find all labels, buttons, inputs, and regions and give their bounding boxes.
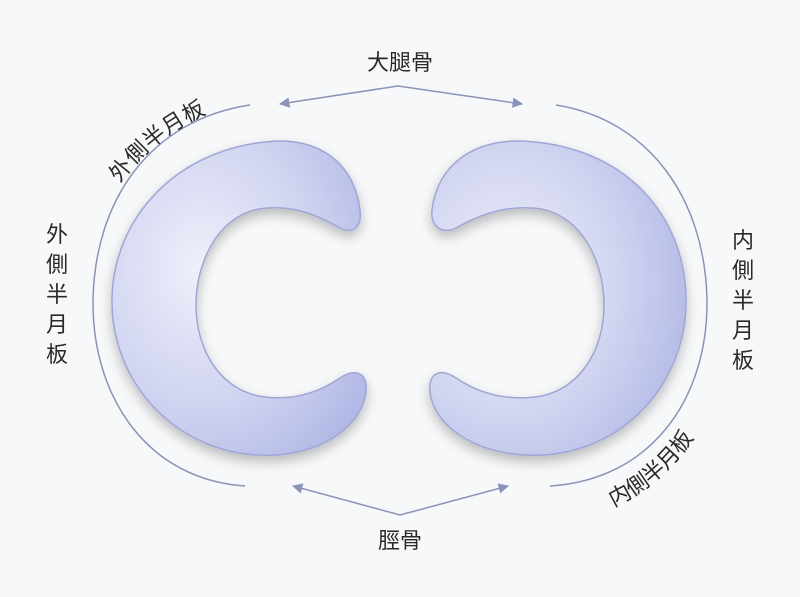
vertical-label-char: 半 bbox=[732, 289, 754, 314]
femur-arrow-left bbox=[278, 85, 399, 108]
tibia-arrow-right bbox=[399, 483, 510, 516]
tibia-label: 脛骨 bbox=[378, 529, 422, 554]
medial-meniscus-shape bbox=[429, 140, 687, 456]
vertical-label-char: 板 bbox=[46, 343, 68, 368]
medial-meniscus-curved-label: 内側半月板 bbox=[605, 426, 699, 512]
medial-outer-arc bbox=[549, 104, 708, 487]
medial-meniscus-vertical-label: 内側半月板 bbox=[732, 229, 754, 374]
femur-arrow-right bbox=[397, 85, 524, 108]
femur-label: 大腿骨 bbox=[367, 51, 433, 76]
lateral-meniscus-vertical-label: 外側半月板 bbox=[46, 223, 68, 368]
vertical-label-char: 半 bbox=[46, 283, 68, 308]
lateral-outer-arc bbox=[92, 104, 251, 487]
tibia-arrow-left bbox=[291, 483, 401, 516]
vertical-label-char: 側 bbox=[46, 253, 68, 278]
vertical-label-char: 側 bbox=[732, 259, 754, 284]
vertical-label-char: 月 bbox=[732, 319, 754, 344]
vertical-label-char: 外 bbox=[46, 223, 68, 248]
vertical-label-char: 内 bbox=[732, 229, 754, 254]
lateral-meniscus-shape bbox=[111, 140, 367, 456]
vertical-label-char: 月 bbox=[46, 313, 68, 338]
vertical-label-char: 板 bbox=[732, 349, 754, 374]
medial-meniscus-curved-text: 内側半月板 bbox=[605, 426, 699, 512]
